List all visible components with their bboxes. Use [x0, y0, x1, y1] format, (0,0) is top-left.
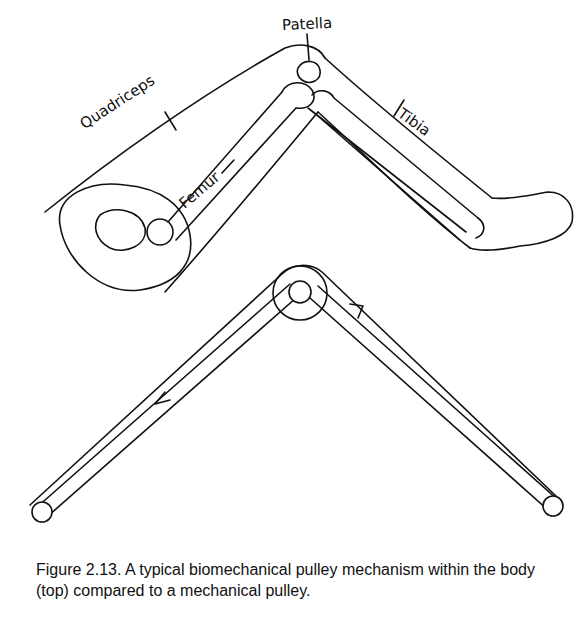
ankle	[476, 218, 484, 238]
leader-line	[222, 160, 234, 173]
part-label: Femur	[177, 169, 223, 211]
pulley-bar	[318, 286, 558, 500]
pulley-end-joint	[32, 502, 52, 522]
thigh-upper-outline	[45, 45, 325, 212]
leader-line	[307, 34, 309, 60]
shin-upper-outline	[325, 58, 492, 198]
foot	[470, 192, 573, 250]
patella-bone	[297, 61, 320, 82]
pulley-rope	[30, 265, 556, 505]
fibula	[318, 116, 460, 240]
figure-caption: Figure 2.13. A typical biomechanical pul…	[36, 560, 572, 602]
femur-shaft	[176, 108, 296, 240]
rope-arrow	[350, 304, 363, 318]
part-label: Tibia	[395, 105, 433, 138]
pulley-end-joint	[543, 496, 563, 516]
pulley-axle	[289, 281, 311, 303]
tibia-shaft	[308, 108, 466, 232]
pelvis-opening	[96, 210, 146, 250]
femur-head	[147, 219, 173, 245]
shin-lower-outline	[318, 112, 470, 248]
part-label: Quadriceps	[78, 73, 158, 132]
femur-shaft	[168, 92, 282, 222]
pulley-bar	[36, 284, 290, 508]
part-label: Patella	[282, 15, 333, 33]
femur-condyle	[282, 83, 314, 109]
pulley-bar	[48, 298, 296, 516]
tibia-shaft	[312, 91, 478, 218]
leader-line	[165, 112, 176, 130]
pelvis	[60, 184, 191, 290]
rope-arrow	[155, 392, 170, 404]
pulley-bar	[310, 298, 548, 510]
